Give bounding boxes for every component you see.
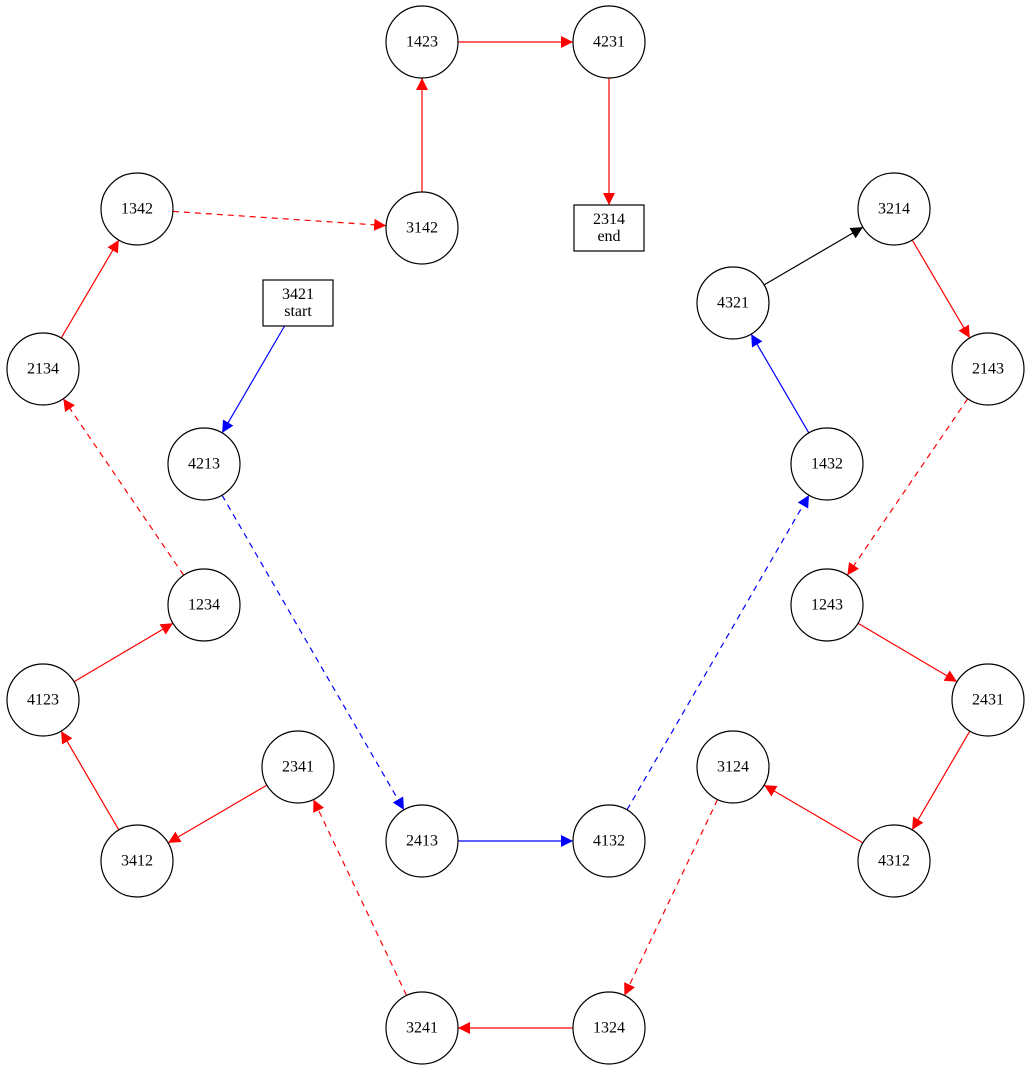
edge-4132-to-1432: [626, 494, 810, 811]
node-circle: [572, 804, 646, 878]
node-circle: [6, 332, 80, 406]
node-4321: 4321: [696, 266, 770, 340]
node-label: 3142: [406, 220, 438, 237]
node-1234: 1234: [167, 568, 241, 642]
node-circle: [167, 427, 241, 501]
node-label: 3124: [717, 759, 749, 776]
edge-1432-to-4321: [750, 333, 810, 434]
node-2143: 2143: [951, 332, 1025, 406]
edge-3412-to-4123: [60, 730, 120, 831]
node-sublabel: end: [597, 228, 620, 245]
node-label: 1342: [121, 201, 153, 218]
node-label: 2314: [593, 211, 625, 228]
node-1423: 1423: [385, 5, 459, 79]
node-circle: [790, 427, 864, 501]
node-label: 1234: [188, 597, 220, 614]
node-label: 1432: [811, 456, 843, 473]
node-label: 4312: [878, 853, 910, 870]
edge-2143-to-1243: [846, 398, 969, 576]
node-label: 3412: [121, 853, 153, 870]
node-3142: 3142: [385, 191, 459, 265]
node-2134: 2134: [6, 332, 80, 406]
node-1324: 1324: [572, 991, 646, 1065]
node-4312: 4312: [857, 824, 931, 898]
node-circle: [857, 172, 931, 246]
edge-1234-to-2134: [62, 398, 185, 576]
edge-2134-to-1342: [60, 239, 120, 339]
edge-3241-to-2341: [312, 799, 408, 996]
node-4132: 4132: [572, 804, 646, 878]
node-2431: 2431: [951, 663, 1025, 737]
node-box: [262, 279, 334, 327]
node-label: 2413: [406, 833, 438, 850]
node-circle: [385, 191, 459, 265]
node-1342: 1342: [100, 172, 174, 246]
node-3412: 3412: [100, 824, 174, 898]
node-3241: 3241: [385, 991, 459, 1065]
node-label: 3241: [406, 1020, 438, 1037]
node-circle: [385, 804, 459, 878]
edge-3124-to-1324: [623, 799, 719, 996]
edge-4123-to-1234: [73, 622, 174, 683]
node-circle: [385, 5, 459, 79]
node-label: 1423: [406, 34, 438, 51]
node-label: 4132: [593, 833, 625, 850]
edge-3214-to-2143: [911, 239, 971, 339]
node-circle: [857, 824, 931, 898]
node-1432: 1432: [790, 427, 864, 501]
edge-1243-to-2431: [857, 622, 958, 683]
node-3124: 3124: [696, 730, 770, 804]
node-4213: 4213: [167, 427, 241, 501]
edge-2431-to-4312: [911, 730, 971, 831]
node-label: 3214: [878, 201, 910, 218]
node-label: 4123: [27, 692, 59, 709]
node-box: [573, 204, 645, 252]
node-label: 1324: [593, 1020, 625, 1037]
node-label: 2143: [972, 361, 1004, 378]
node-1243: 1243: [790, 568, 864, 642]
node-label: 2341: [282, 759, 314, 776]
node-label: 2134: [27, 361, 59, 378]
node-circle: [100, 824, 174, 898]
node-4123: 4123: [6, 663, 80, 737]
node-label: 4231: [593, 34, 625, 51]
edge-1342-to-3142: [172, 210, 387, 231]
node-circle: [790, 568, 864, 642]
edge-4312-to-3124: [763, 784, 864, 844]
node-2413: 2413: [385, 804, 459, 878]
edges-layer: [60, 36, 971, 1034]
edge-3421-to-4213: [221, 325, 286, 434]
node-circle: [696, 266, 770, 340]
node-label: 1243: [811, 597, 843, 614]
edge-4213-to-2413: [221, 494, 405, 811]
node-circle: [951, 332, 1025, 406]
node-label: 4213: [188, 456, 220, 473]
node-2341: 2341: [261, 730, 335, 804]
node-circle: [100, 172, 174, 246]
node-circle: [572, 991, 646, 1065]
node-circle: [696, 730, 770, 804]
node-label: 4321: [717, 295, 749, 312]
node-3214: 3214: [857, 172, 931, 246]
node-circle: [261, 730, 335, 804]
node-sublabel: start: [284, 303, 312, 320]
node-label: 2431: [972, 692, 1004, 709]
node-circle: [385, 991, 459, 1065]
node-label: 3421: [282, 286, 314, 303]
node-circle: [6, 663, 80, 737]
edge-2341-to-3412: [167, 784, 268, 844]
node-circle: [951, 663, 1025, 737]
node-circle: [167, 568, 241, 642]
node-circle: [572, 5, 646, 79]
edge-4321-to-3214: [763, 226, 864, 286]
node-4231: 4231: [572, 5, 646, 79]
